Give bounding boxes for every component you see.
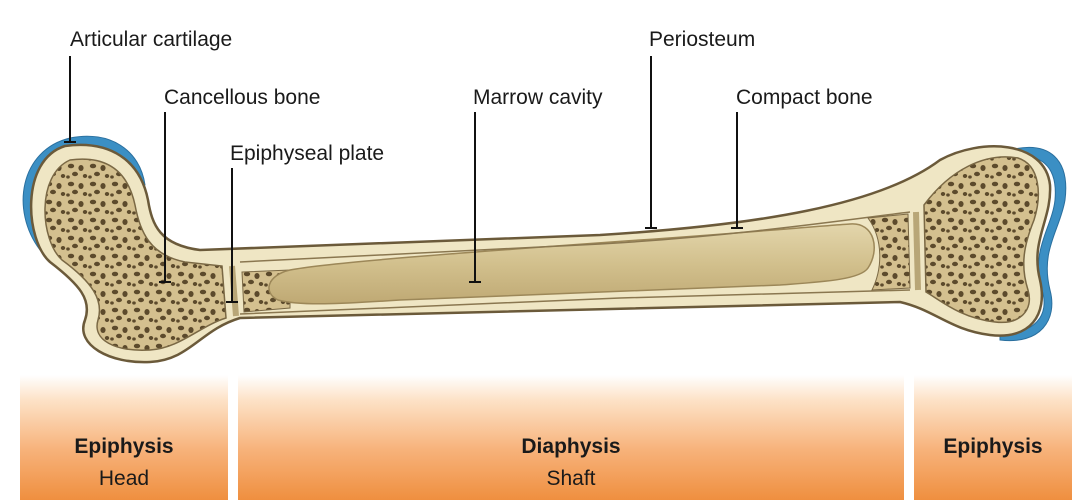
epiphysis-right-band: Epiphysis (914, 375, 1072, 500)
marrow-cavity (268, 223, 875, 305)
right-cancellous-bone (923, 156, 1040, 324)
label-articular-cartilage: Articular cartilage (70, 28, 233, 51)
label-epiphyseal-plate: Epiphyseal plate (230, 142, 385, 165)
epiphysis-head-title: Epiphysis (74, 435, 174, 458)
label-periosteum: Periosteum (649, 28, 756, 51)
epiphysis-right-title: Epiphysis (943, 435, 1043, 458)
label-compact-bone: Compact bone (736, 86, 873, 109)
diaphysis-title: Diaphysis (521, 435, 621, 458)
diaphysis-subtitle: Shaft (546, 467, 596, 490)
right-shaft-spongy (867, 213, 911, 291)
diaphysis-shaft-band: Diaphysis Shaft (238, 375, 904, 500)
label-marrow-cavity: Marrow cavity (473, 86, 603, 109)
shaft-inner-line-bottom (239, 289, 911, 315)
right-epiphyseal-plate (913, 211, 921, 291)
epiphysis-head-band: Epiphysis Head (20, 375, 228, 500)
epiphysis-head-subtitle: Head (98, 467, 150, 490)
left-cancellous-bone (44, 158, 227, 351)
shaft-inner-line-top (239, 211, 911, 263)
label-cancellous-bone: Cancellous bone (164, 86, 321, 109)
